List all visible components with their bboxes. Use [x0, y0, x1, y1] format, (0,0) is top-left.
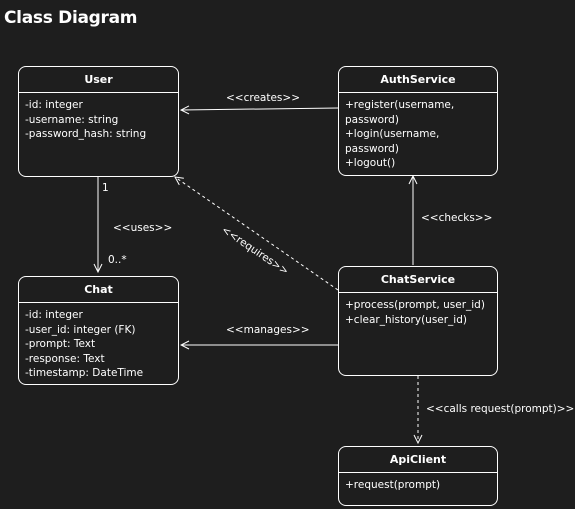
- member: -user_id: integer (FK): [25, 323, 136, 336]
- class-auth-service[interactable]: AuthService +register(username, password…: [338, 66, 498, 176]
- class-api-client-name: ApiClient: [339, 447, 497, 473]
- member: +register(username,: [345, 99, 455, 111]
- member: -username: string: [25, 113, 119, 126]
- member: -prompt: Text: [25, 338, 96, 350]
- class-chat-name: Chat: [19, 277, 178, 303]
- member: +process(prompt, user_id): [345, 299, 485, 311]
- member: +clear_history(user_id): [345, 313, 467, 326]
- diagram-title: Class Diagram: [4, 8, 138, 28]
- manages-label: <<manages>>: [226, 324, 310, 336]
- class-auth-service-name: AuthService: [339, 67, 497, 93]
- member: password): [345, 142, 399, 155]
- member: +login(username,: [345, 128, 440, 140]
- requires-connector: [175, 177, 339, 291]
- multiplicity-one-label: 1: [102, 182, 109, 194]
- member: -id: integer: [25, 99, 83, 111]
- member: +logout(): [345, 157, 396, 169]
- member: -timestamp: DateTime: [25, 367, 144, 379]
- class-chat-service-name: ChatService: [339, 267, 497, 293]
- member: -password_hash: string: [25, 128, 147, 140]
- class-user[interactable]: User -id: integer -username: string -pas…: [18, 66, 179, 177]
- uses-label: <<uses>>: [113, 222, 173, 234]
- multiplicity-many-label: 0..*: [108, 254, 127, 266]
- member: password): [345, 113, 399, 126]
- class-chat[interactable]: Chat -id: integer -user_id: integer (FK)…: [18, 276, 179, 385]
- class-chat-members: -id: integer -user_id: integer (FK) -pro…: [19, 303, 178, 386]
- class-api-client-members: +request(prompt): [339, 473, 497, 498]
- class-user-name: User: [19, 67, 178, 93]
- class-chat-service[interactable]: ChatService +process(prompt, user_id) +c…: [338, 266, 498, 376]
- creates-connector: [181, 108, 339, 110]
- class-auth-service-members: +register(username, password) +login(use…: [339, 93, 497, 176]
- class-chat-service-members: +process(prompt, user_id) +clear_history…: [339, 293, 497, 332]
- member: +request(prompt): [345, 479, 441, 491]
- member: -id: integer: [25, 309, 83, 321]
- calls-label: <<calls request(prompt)>>: [426, 403, 575, 415]
- class-user-members: -id: integer -username: string -password…: [19, 93, 178, 147]
- checks-label: <<checks>>: [421, 212, 493, 224]
- creates-label: <<creates>>: [226, 92, 300, 104]
- class-api-client[interactable]: ApiClient +request(prompt): [338, 446, 498, 506]
- member: -response: Text: [25, 352, 105, 365]
